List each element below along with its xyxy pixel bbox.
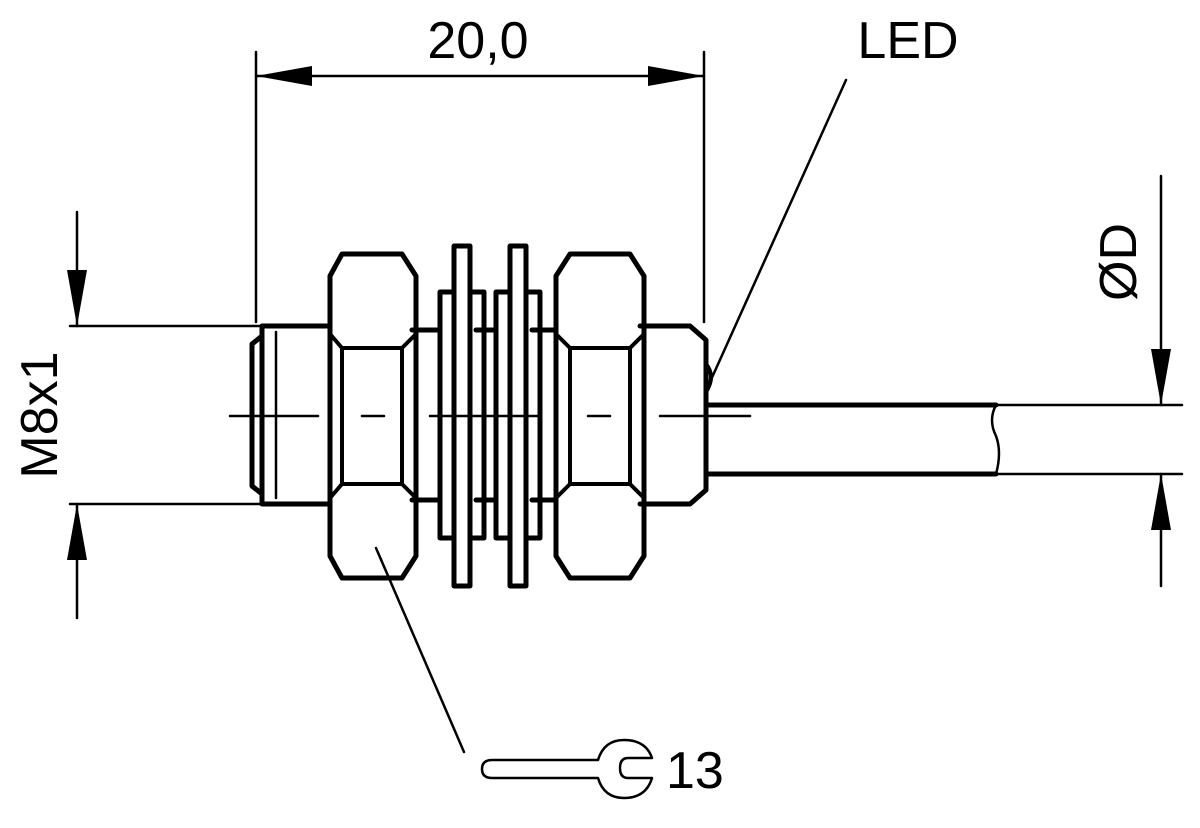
length-dimension: 20,0 xyxy=(254,12,706,324)
led-label: LED xyxy=(857,12,958,70)
wrench-icon xyxy=(480,738,654,800)
diameter-dimension-label: ØD xyxy=(1090,223,1148,301)
rear-nut xyxy=(553,251,647,581)
thread-dimension: M8x1 xyxy=(11,210,264,620)
length-dimension-label: 20,0 xyxy=(427,12,528,70)
wrench-size-label: 13 xyxy=(666,742,724,800)
led-callout: LED xyxy=(708,12,959,384)
diameter-dimension: ØD xyxy=(994,174,1184,588)
cable xyxy=(703,402,1001,477)
wrench-callout: 13 xyxy=(374,546,724,800)
thread-dimension-label: M8x1 xyxy=(11,351,69,478)
front-nut xyxy=(327,251,419,581)
